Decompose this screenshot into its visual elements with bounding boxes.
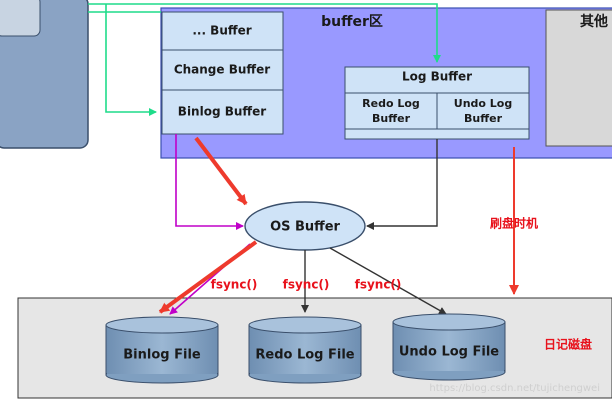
top-left-inner [0, 0, 41, 37]
disk-label: 日记磁盘 [544, 337, 592, 352]
watermark: https://blog.csdn.net/tujichengwei [429, 383, 600, 394]
other-area [545, 9, 612, 147]
change-buffer-label: Change Buffer [174, 63, 270, 77]
os-to-undo-line [329, 247, 447, 315]
fsync-label-1: fsync() [211, 278, 258, 292]
redo-log-file-label: Redo Log File [255, 348, 354, 363]
binlog-buffer-label: Binlog Buffer [178, 105, 266, 119]
redo-buffer-label-1: Redo Log [362, 97, 420, 110]
binlog-file-label: Binlog File [123, 348, 201, 363]
undo-buffer-label-1: Undo Log [454, 97, 512, 110]
undo-log-file-label: Undo Log File [399, 345, 499, 360]
buffer-area-title: buffer区 [321, 14, 383, 30]
os-buffer-label: OS Buffer [270, 220, 340, 235]
other-area-title: 其他 [580, 13, 608, 30]
flush-timing-label: 刷盘时机 [490, 216, 538, 231]
redo-buffer-label-2: Buffer [372, 112, 411, 125]
fsync-label-3: fsync() [355, 278, 402, 292]
red-binlog-to-os [194, 136, 248, 206]
fsync-label-2: fsync() [283, 278, 330, 292]
top-left-panel [0, 0, 89, 149]
buffer-stack [161, 11, 284, 135]
redo-log-file: Redo Log File [248, 316, 362, 384]
undo-log-file: Undo Log File [392, 313, 506, 381]
magenta-binlog-to-os [175, 134, 244, 230]
log-buffer-label: Log Buffer [402, 70, 472, 84]
undo-buffer-label-2: Buffer [464, 112, 503, 125]
red-os-to-binlog-file [158, 240, 258, 314]
green-link-binlog [105, 4, 157, 116]
green-link-log [88, 3, 441, 63]
placeholder-buffer-label: ... Buffer [192, 24, 251, 38]
binlog-file: Binlog File [105, 316, 219, 384]
log-to-os-line [366, 139, 438, 230]
